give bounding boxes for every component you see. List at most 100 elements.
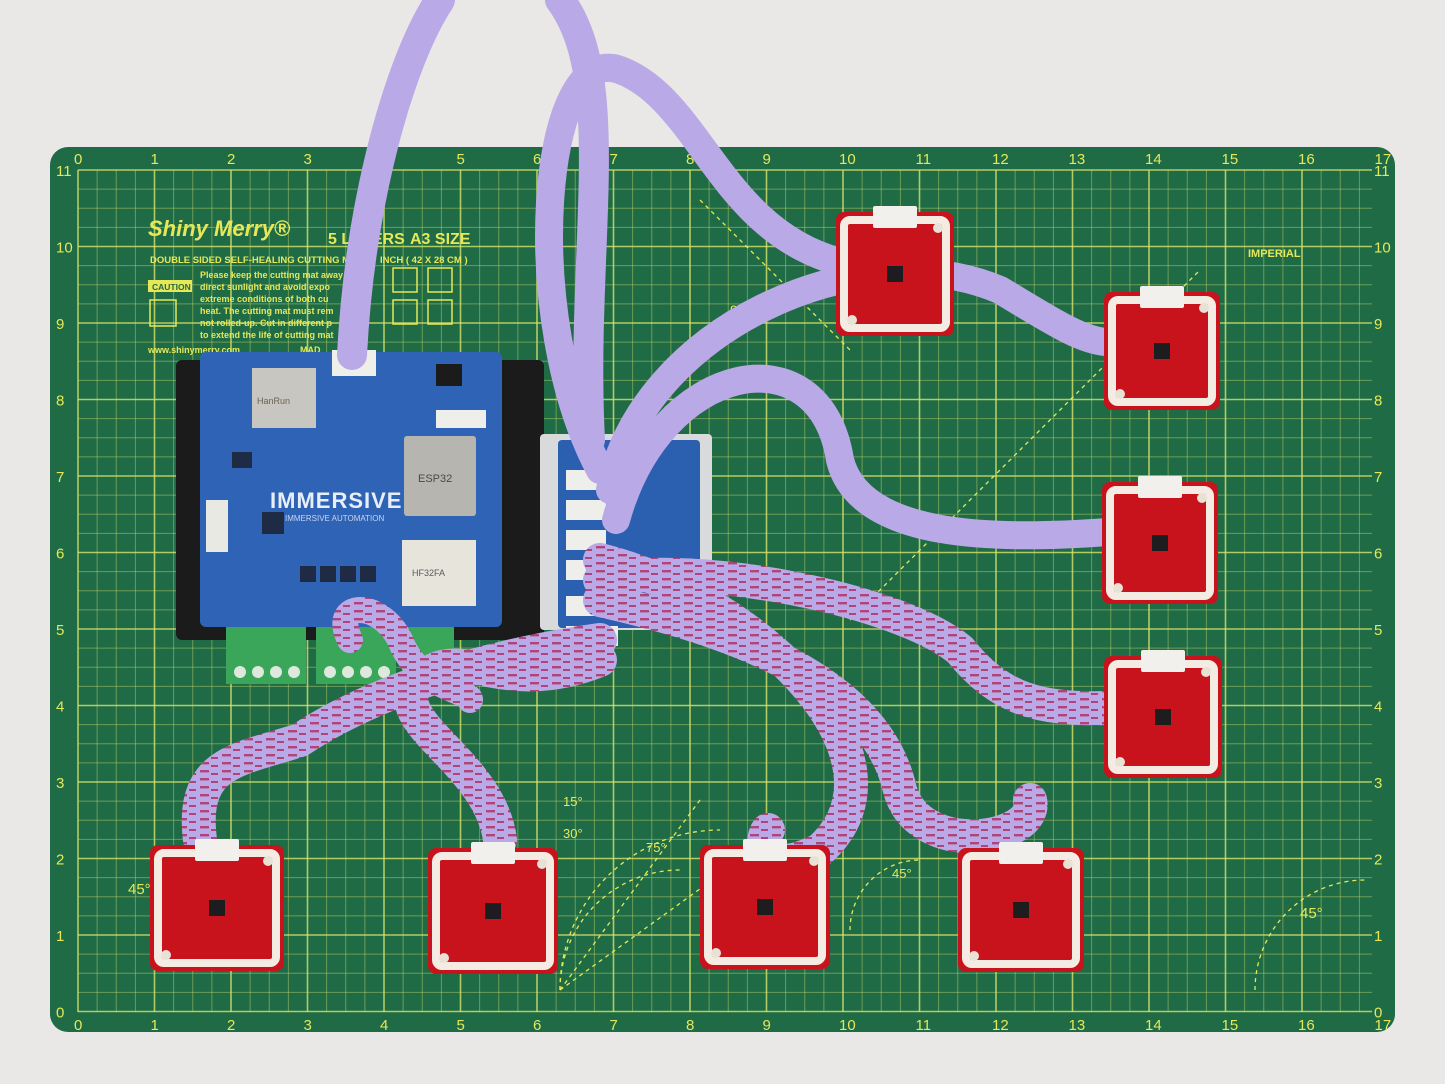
mount-hole xyxy=(1199,303,1209,313)
ruler-bottom-number: 2 xyxy=(227,1017,235,1034)
angle-label-15: 15° xyxy=(563,794,583,809)
ruler-top-number: 6 xyxy=(533,151,541,168)
reader-chip xyxy=(1154,343,1170,359)
rj45-jack xyxy=(252,368,316,428)
rfid-reader xyxy=(1102,476,1218,604)
ruler-right-number: 3 xyxy=(1374,775,1382,792)
ruler-top-number: 17 xyxy=(1375,151,1392,168)
ruler-left-number: 0 xyxy=(56,1005,64,1022)
rj45-label: HanRun xyxy=(257,396,290,406)
mount-hole xyxy=(1197,493,1207,503)
ruler-right-number: 1 xyxy=(1374,928,1382,945)
reader-chip xyxy=(887,266,903,282)
reader-chip xyxy=(485,903,501,919)
rfid-reader xyxy=(958,842,1084,972)
ribbon-reader-6 xyxy=(181,623,617,857)
temperature-icon xyxy=(392,267,418,293)
rfid-reader xyxy=(150,839,284,971)
ruler-right-number: 6 xyxy=(1374,546,1382,563)
ruler-left-number: 6 xyxy=(56,546,64,563)
reader-chip xyxy=(209,900,225,916)
rfid-reader xyxy=(700,839,830,969)
power-connector xyxy=(436,364,462,386)
reader-connector xyxy=(743,839,787,861)
ruler-top-number: 0 xyxy=(74,151,82,168)
ruler-top-number: 13 xyxy=(1069,151,1086,168)
reader-chip xyxy=(1013,902,1029,918)
ruler-top-number: 12 xyxy=(992,151,1009,168)
ruler-left-number: 11 xyxy=(56,163,72,180)
angle-label-75: 75° xyxy=(646,840,666,855)
no-iron-icon xyxy=(427,267,453,293)
mat-imperial: IMPERIAL xyxy=(1248,248,1301,260)
rfid-readers xyxy=(150,206,1222,974)
reader-connector xyxy=(471,842,515,864)
ribbon-reader-5 xyxy=(332,597,483,713)
ruler-top-number: 14 xyxy=(1145,151,1162,168)
ruler-top-number: 2 xyxy=(227,151,235,168)
notice-line-3: extreme conditions of both cu xyxy=(200,294,329,304)
ruler-left-number: 7 xyxy=(56,469,64,486)
mat-brand: Shiny Merry® xyxy=(148,216,291,241)
ruler-bottom-number: 10 xyxy=(839,1017,856,1034)
ruler-bottom-number: 7 xyxy=(610,1017,618,1034)
ruler-right-number: 9 xyxy=(1374,316,1382,333)
ruler-bottom-number: 13 xyxy=(1069,1017,1086,1034)
reader-connector xyxy=(1138,476,1182,498)
ruler-left-number: 10 xyxy=(56,240,73,257)
angle-label-45-left: 45° xyxy=(128,881,151,898)
ruler-bottom-number: 15 xyxy=(1222,1017,1239,1034)
mount-hole xyxy=(161,950,171,960)
mount-hole xyxy=(809,856,819,866)
caution-label: CAUTION xyxy=(152,282,191,292)
ruler-bottom-number: 17 xyxy=(1375,1017,1392,1034)
angle-label-45-right: 45° xyxy=(1300,905,1323,922)
mount-hole xyxy=(1115,389,1125,399)
ruler-bottom-number: 14 xyxy=(1145,1017,1162,1034)
mat-website: www.shinymerry.com xyxy=(147,345,240,355)
mount-hole xyxy=(711,948,721,958)
ruler-right-number: 8 xyxy=(1374,393,1382,410)
aux-connector xyxy=(436,410,486,428)
mount-hole xyxy=(933,223,943,233)
reader-connector xyxy=(999,842,1043,864)
mount-hole xyxy=(1115,757,1125,767)
caution-badge xyxy=(148,280,192,292)
ruler-top-number: 10 xyxy=(839,151,856,168)
mat-size: A3 SIZE xyxy=(410,231,471,248)
angle-label-30: 30° xyxy=(563,826,583,841)
ruler-top-number: 16 xyxy=(1298,151,1315,168)
notice-line-1: Please keep the cutting mat away xyxy=(200,270,343,280)
ruler-top-number: 1 xyxy=(151,151,159,168)
ribbon-reader-1 xyxy=(535,53,854,484)
roll-icon xyxy=(392,299,418,325)
notice-line-6: to extend the life of cutting mat xyxy=(200,330,334,340)
ruler-right-number: 2 xyxy=(1374,852,1382,869)
ruler-left-number: 2 xyxy=(56,852,64,869)
ruler-bottom-number: 8 xyxy=(686,1017,694,1034)
ruler-bottom-number: 5 xyxy=(457,1017,465,1034)
esp32-label: ESP32 xyxy=(418,473,452,485)
ruler-top-number: 9 xyxy=(763,151,771,168)
ruler-left-number: 8 xyxy=(56,393,64,410)
ruler-top-number: 5 xyxy=(457,151,465,168)
notice-line-5: not rolled-up. Cut in different p xyxy=(200,318,332,328)
reader-connector xyxy=(1141,650,1185,672)
ruler-right-number: 4 xyxy=(1374,699,1382,716)
mat-subtitle-tail: INCH ( 42 X 28 CM ) xyxy=(380,255,468,266)
mount-hole xyxy=(1063,859,1073,869)
reader-connector xyxy=(195,839,239,861)
rfid-reader xyxy=(1104,650,1222,778)
ruler-right-number: 5 xyxy=(1374,622,1382,639)
ruler-bottom-number: 0 xyxy=(74,1017,82,1034)
warning-icons xyxy=(149,267,453,327)
no-sun-icon xyxy=(149,299,177,327)
controller-tagline: IMMERSIVE AUTOMATION xyxy=(285,514,384,523)
ruler-left-number: 1 xyxy=(56,928,64,945)
ruler-left-number: 5 xyxy=(56,622,64,639)
fire-icon xyxy=(427,299,453,325)
ruler-right-number: 7 xyxy=(1374,469,1382,486)
rfid-reader xyxy=(1104,286,1220,410)
side-connector xyxy=(206,500,228,552)
